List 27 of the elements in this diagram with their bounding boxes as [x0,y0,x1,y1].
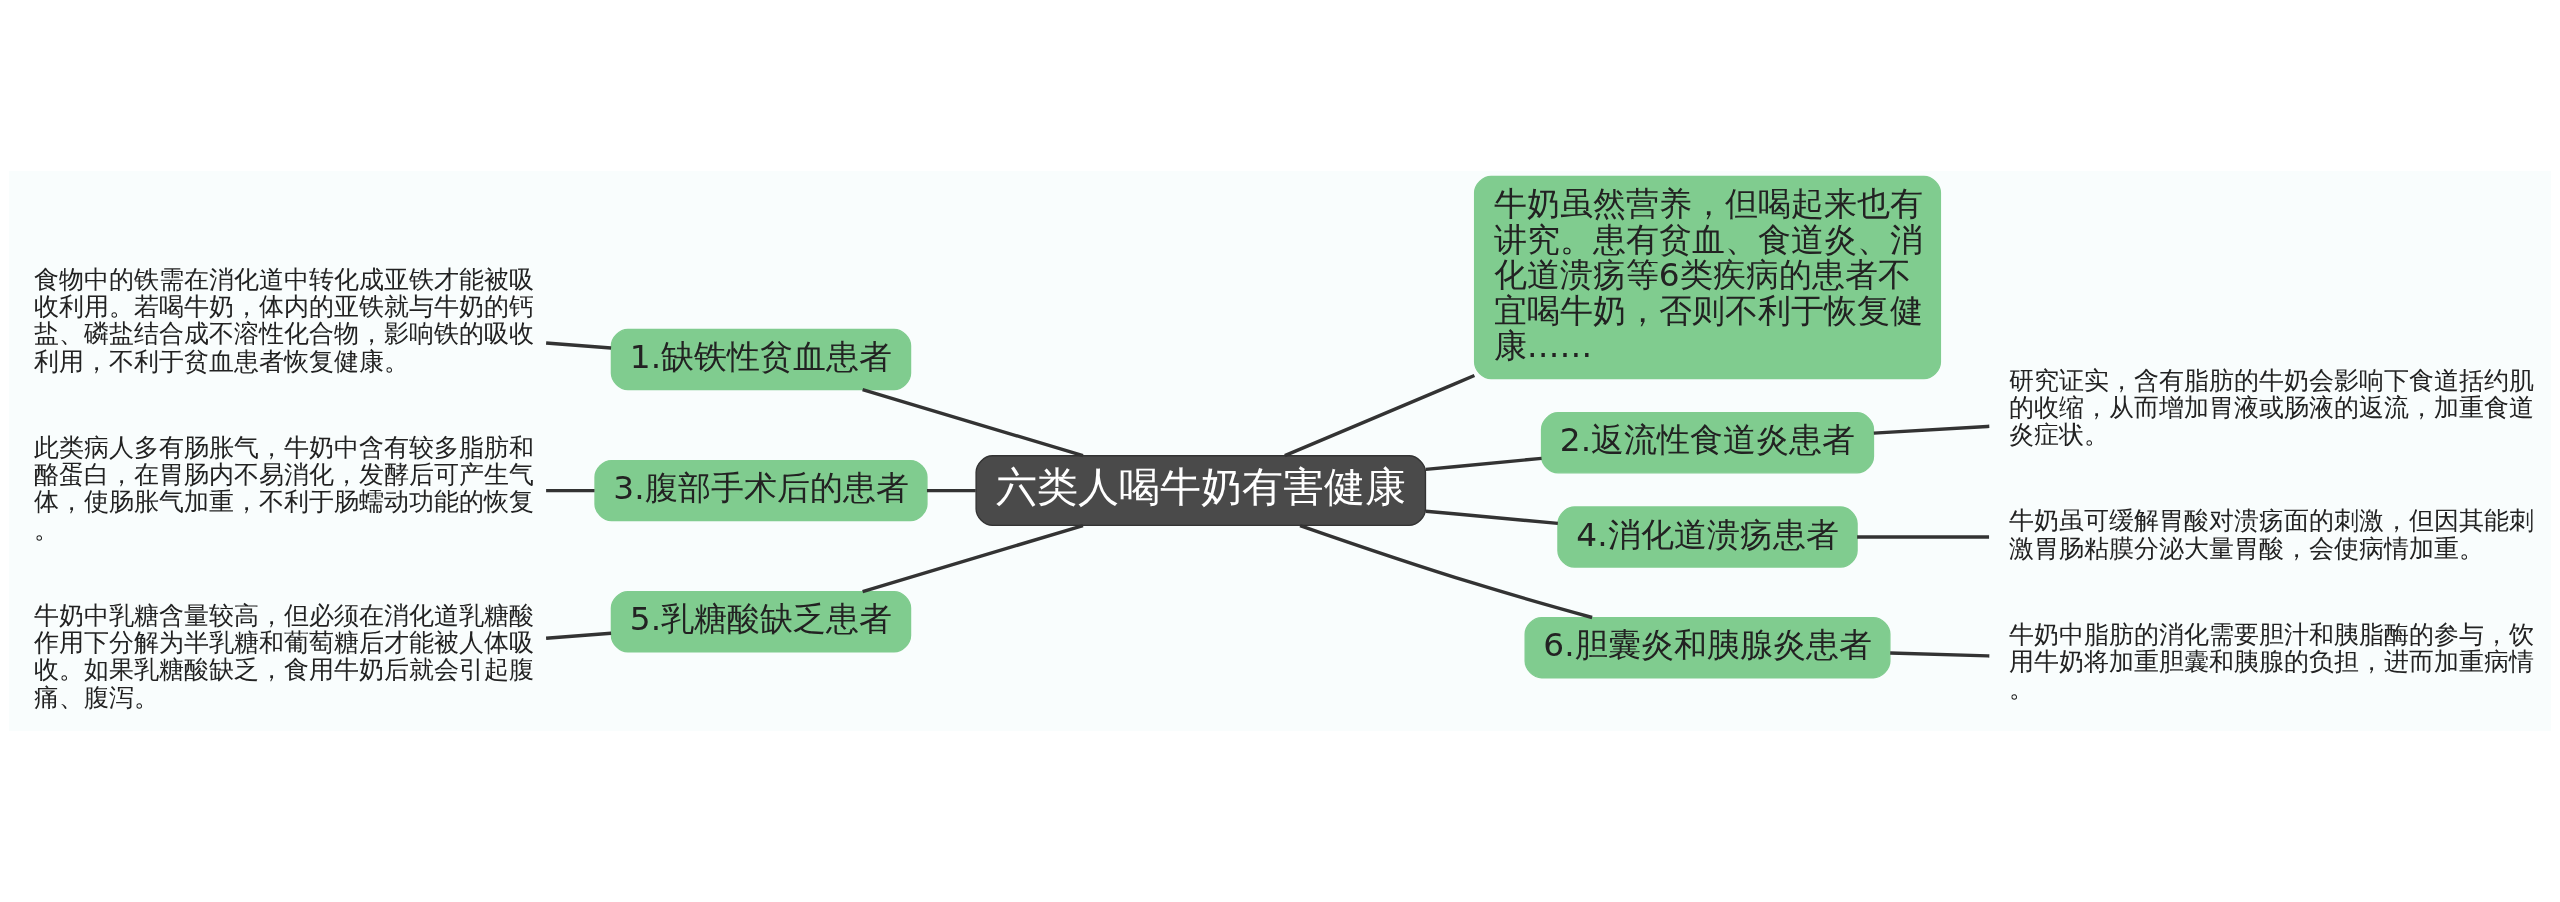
node-box: 6.胆囊炎和胰腺炎患者 [1524,616,1891,679]
connector [545,631,612,640]
connector [862,387,1084,458]
connector [1284,373,1476,458]
connector [1299,523,1593,620]
node-box: 六类人喝牛奶有害健康 [975,455,1427,527]
node-box: 5.乳糖酸缺乏患者 [610,591,912,653]
connector [546,488,595,493]
node-box: 3.腹部手术后的患者 [594,459,928,522]
node-text: 牛奶中脂肪的消化需要胆汁和胰脂酶的参与，饮用牛奶将加重胆囊和胰腺的负担，进而加重病情。 [2008,619,2534,704]
node-text: 牛奶虽可缓解胃酸对溃疡面的刺激，但因其能刺激胃肠粘膜分泌大量胃酸，会使病情加重。 [2008,506,2534,563]
node-box: 牛奶虽然营养，但喝起来也有讲究。患有贫血、食道炎、消化道溃疡等6类疾病的患者不宜喝牛奶，否则不利于恢复健康…… [1473,175,1942,380]
connector [545,341,612,350]
node-box: 4.消化道溃疡患者 [1557,506,1858,568]
node-text: 研究证实，含有脂肪的牛奶会影响下食道括约肌的收缩，从而增加胃液或肠液的返流，加重食道炎症状。 [2008,365,2534,450]
connector [862,523,1084,594]
connector [1425,509,1558,526]
node-text: 牛奶中乳糖含量较高，但必须在消化道乳糖酸作用下分解为半乳糖和葡萄糖后才能被人体吸收。如果乳糖酸缺乏，食用牛奶后就会引起腹痛、腹泻。 [33,600,534,712]
connector [1873,424,1990,435]
connector [1425,456,1542,472]
node-box: 2.返流性食道炎患者 [1540,412,1875,474]
node-text: 此类病人多有肠胀气，牛奶中含有较多脂肪和酪蛋白，在胃肠内不易消化，发酵后可产生气体，使肠胀气加重，不利于肠蠕动功能的恢复。 [33,432,534,544]
connector [1857,535,1990,539]
connector [1890,651,1990,658]
connector [926,488,976,493]
node-text: 食物中的铁需在消化道中转化成亚铁才能被吸收利用。若喝牛奶，体内的亚铁就与牛奶的钙盐、磷盐结合成不溶性化合物，影响铁的吸收利用，不利于贫血患者恢复健康。 [33,264,534,376]
node-box: 1.缺铁性贫血患者 [610,328,912,391]
